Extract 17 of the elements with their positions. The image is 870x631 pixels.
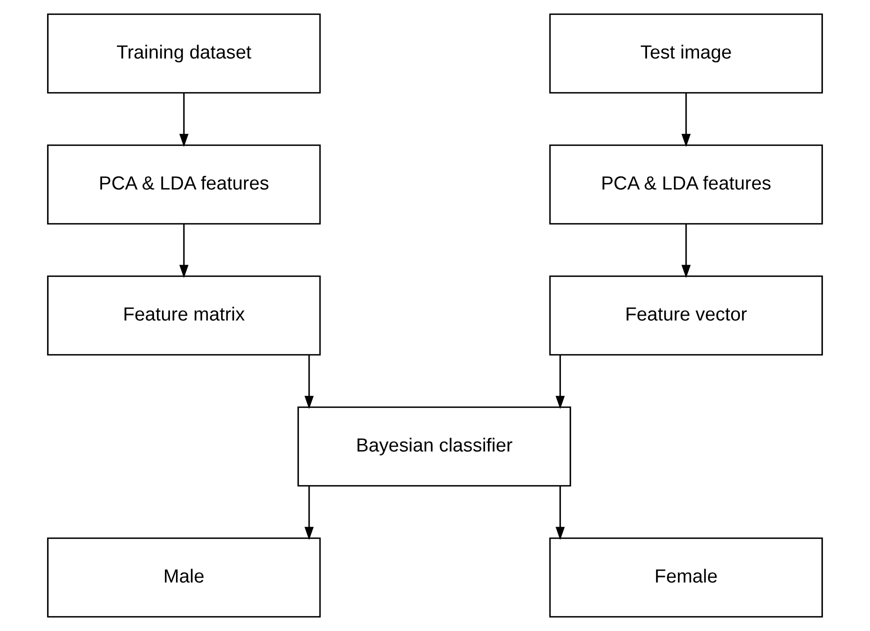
node-box: Male xyxy=(47,537,321,618)
arrow xyxy=(179,224,188,278)
arrow xyxy=(556,486,565,540)
node-box: Feature matrix xyxy=(47,275,321,356)
node-box: Feature vector xyxy=(549,275,823,356)
arrow xyxy=(179,92,188,147)
node-box: Training dataset xyxy=(47,13,321,94)
node-box: Female xyxy=(549,537,823,618)
arrow xyxy=(556,354,565,409)
arrow xyxy=(681,224,691,278)
node-box: Test image xyxy=(549,13,823,94)
node-box: Bayesian classifier xyxy=(297,406,572,487)
arrow xyxy=(304,354,314,409)
arrow xyxy=(681,92,691,147)
arrow xyxy=(304,486,314,540)
node-box: PCA & LDA features xyxy=(47,144,321,225)
node-box: PCA & LDA features xyxy=(549,144,823,225)
